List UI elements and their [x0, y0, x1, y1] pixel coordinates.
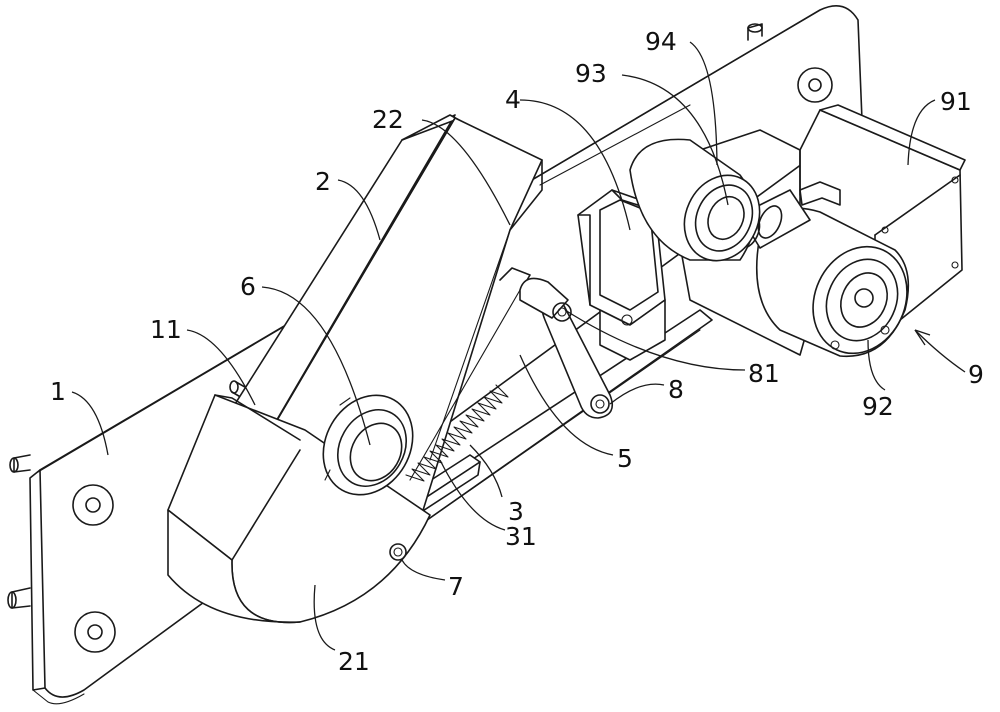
- label-3: 3: [508, 497, 524, 526]
- label-22: 22: [372, 105, 404, 134]
- label-7: 7: [448, 572, 464, 601]
- label-94: 94: [645, 27, 677, 56]
- u-bracket: [577, 189, 666, 361]
- label-81: 81: [748, 359, 780, 388]
- label-91: 91: [940, 87, 972, 116]
- label-4: 4: [505, 85, 521, 114]
- label-2: 2: [315, 167, 331, 196]
- swing-link: [519, 277, 614, 419]
- label-6: 6: [240, 272, 256, 301]
- label-92: 92: [862, 392, 894, 421]
- bearing-roller: [322, 394, 414, 496]
- label-11: 11: [150, 315, 182, 344]
- arm-housing: [167, 394, 431, 624]
- part-labels: 1 2 3 4 5 6 7 8 9 11 21 22 31 81 91 92 9…: [50, 27, 984, 676]
- leader-lines: [71, 41, 966, 651]
- label-5: 5: [617, 444, 633, 473]
- label-31: 31: [505, 522, 537, 551]
- bearing-disc: [629, 138, 761, 262]
- label-93: 93: [575, 59, 607, 88]
- label-1: 1: [50, 377, 66, 406]
- label-9: 9: [968, 360, 984, 389]
- label-21: 21: [338, 647, 370, 676]
- label-8: 8: [668, 375, 684, 404]
